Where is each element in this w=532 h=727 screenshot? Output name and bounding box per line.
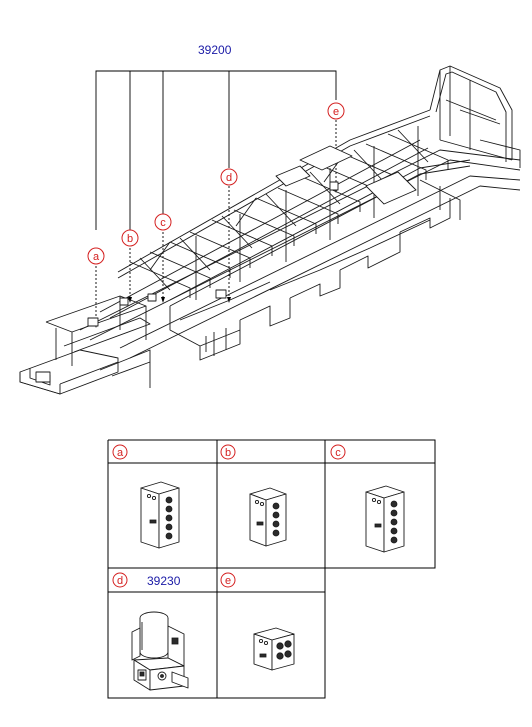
junction-block-icon: [249, 487, 287, 547]
callout-a-letter: a: [93, 251, 100, 263]
callout-e-letter: e: [333, 106, 339, 118]
cell-e-letter: e: [225, 575, 231, 587]
callout-c[interactable]: c: [154, 213, 172, 231]
junction-block-icon: [253, 627, 295, 671]
callout-a[interactable]: a: [87, 247, 105, 265]
callout-e[interactable]: e: [327, 102, 345, 120]
callout-d-letter: d: [226, 172, 232, 184]
callout-b[interactable]: b: [121, 229, 139, 247]
callout-c-letter: c: [160, 217, 166, 229]
side-posts: [195, 126, 419, 300]
cell-b-letter: b: [225, 447, 231, 459]
cell-d-part-number[interactable]: 39230: [147, 574, 181, 588]
main-part-number[interactable]: 39200: [198, 43, 232, 57]
leader-lines: [94, 70, 338, 328]
junction-block-icon: [140, 481, 180, 549]
detail-cell-a[interactable]: a: [112, 444, 180, 549]
detail-table: [107, 439, 436, 699]
cell-c-letter: c: [335, 447, 341, 459]
detail-cell-c[interactable]: c: [330, 444, 405, 553]
cross-members: [129, 129, 449, 298]
detail-cell-e[interactable]: e: [220, 572, 295, 671]
actuator-motor-icon: [131, 611, 189, 691]
cell-d-letter: d: [117, 575, 123, 587]
cell-a-letter: a: [117, 447, 124, 459]
detail-cell-b[interactable]: b: [220, 444, 287, 547]
detail-cell-d[interactable]: d 39230: [112, 572, 189, 691]
chassis-frame-drawing: [19, 65, 521, 395]
callout-b-letter: b: [127, 233, 133, 245]
callout-d[interactable]: d: [220, 168, 238, 186]
junction-block-icon: [365, 485, 405, 553]
